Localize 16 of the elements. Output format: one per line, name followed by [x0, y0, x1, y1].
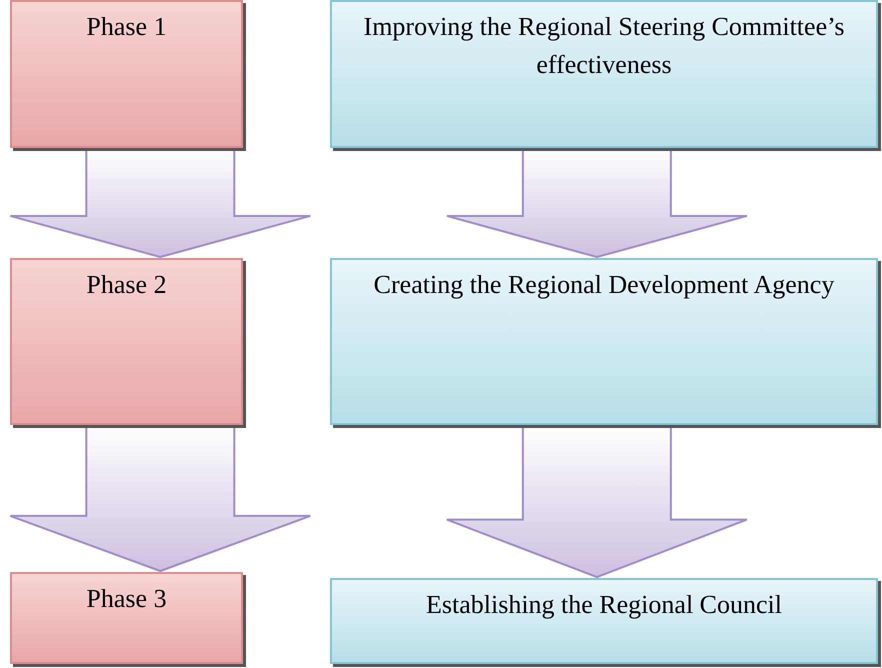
- box-text: Phase 3: [85, 583, 168, 615]
- block-arrow: [446, 425, 748, 578]
- step-box: [330, 0, 878, 148]
- block-arrow: [446, 148, 748, 258]
- phase-box: [10, 0, 243, 148]
- box-text: Phase 2: [85, 269, 168, 301]
- phase-box: [10, 572, 243, 664]
- step-box: [330, 258, 878, 425]
- phase-box: [10, 258, 243, 425]
- box-text: Improving the Regional Steering Committee’s effectiveness: [362, 11, 846, 81]
- step-box: [330, 578, 878, 664]
- block-arrow: [9, 148, 312, 258]
- box-text: Phase 1: [85, 11, 168, 43]
- block-arrow: [9, 425, 312, 572]
- box-text: Creating the Regional Development Agency: [372, 269, 836, 301]
- box-text: Establishing the Regional Council: [424, 589, 783, 621]
